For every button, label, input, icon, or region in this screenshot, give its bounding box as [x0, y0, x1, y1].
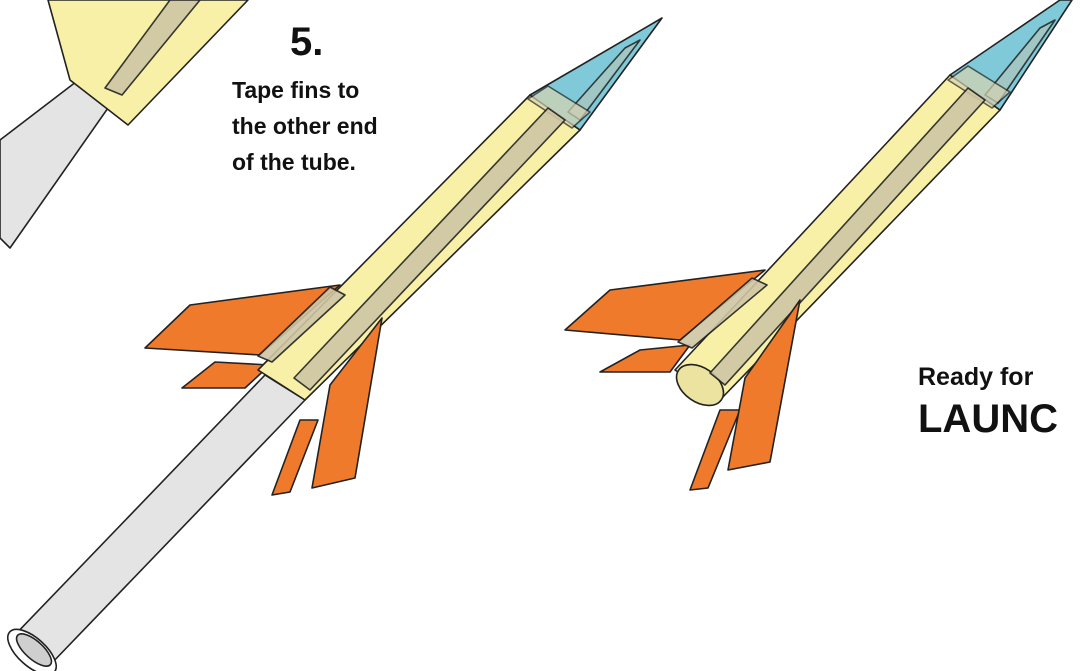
- instruction-line-1: Tape fins to: [232, 77, 359, 103]
- instruction-line-3: of the tube.: [232, 149, 356, 175]
- final-straw-tape-strip: [709, 87, 986, 386]
- previous-tape-strip: [104, 0, 201, 96]
- final-fin-back-lower: [689, 409, 741, 491]
- rocket-with-launch-tube: [7, 17, 663, 671]
- instruction-line-2: the other end: [232, 113, 378, 139]
- final-fin-tape: [677, 277, 768, 349]
- fin-front-lower: [311, 317, 383, 489]
- launch-tube-inner: [15, 633, 53, 667]
- fin-back-lower: [271, 419, 319, 496]
- ready-line-1: Ready for: [918, 363, 1034, 391]
- previous-step-rocket: [0, 0, 249, 249]
- launch-tube: [9, 374, 306, 666]
- straw-tape-strip: [293, 107, 566, 391]
- finished-rocket: [564, 0, 1073, 491]
- ready-line-2: LAUNC: [918, 397, 1058, 441]
- final-fin-back-left: [599, 344, 691, 373]
- fin-back-left: [181, 361, 271, 389]
- fin-tape: [257, 286, 346, 363]
- step-number: 5.: [290, 20, 323, 64]
- final-fin-front-lower: [727, 299, 801, 471]
